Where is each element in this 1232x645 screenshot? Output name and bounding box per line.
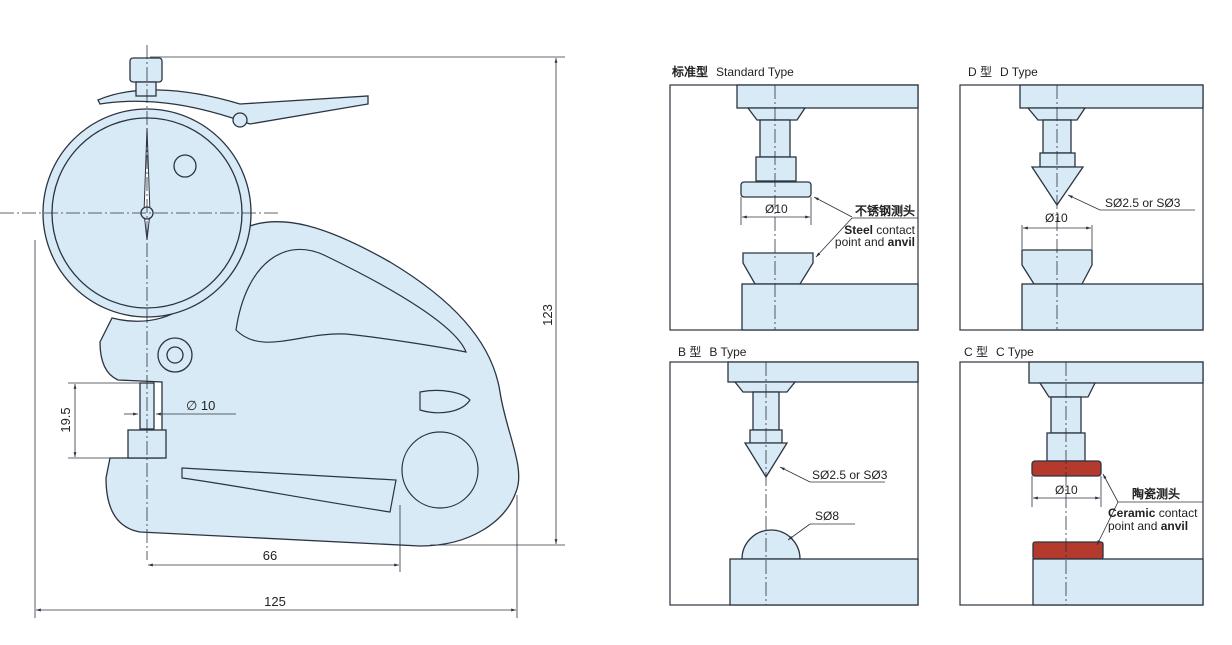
panel-title-cn: C 型 bbox=[964, 345, 988, 359]
frame-cutout-small bbox=[419, 389, 471, 414]
callout-en-1a: Steel bbox=[844, 223, 873, 237]
tip-label: SØ2.5 or SØ3 bbox=[812, 468, 888, 482]
frame-cutout-slot bbox=[181, 467, 397, 513]
revolution-counter bbox=[173, 154, 197, 178]
callout-en-1b: contact bbox=[1155, 506, 1198, 520]
svg-text:Ceramic contact: Ceramic contact bbox=[1108, 506, 1198, 520]
callout-en-2b: anvil bbox=[888, 235, 915, 249]
lock-screw-center bbox=[166, 346, 184, 364]
diameter-label: Ø10 bbox=[1045, 211, 1068, 225]
panel-title-en: B Type bbox=[709, 345, 746, 359]
callout-en-2a: point and bbox=[835, 235, 888, 249]
steel-contact-point bbox=[740, 181, 812, 198]
panel-title-en: C Type bbox=[996, 345, 1034, 359]
callout-cn: 不锈钢测头 bbox=[855, 203, 915, 218]
svg-text:point and anvil: point and anvil bbox=[835, 235, 915, 249]
frame-cutout-upper bbox=[235, 248, 467, 353]
ball-label: SØ8 bbox=[815, 509, 839, 523]
ceramic-anvil bbox=[1032, 541, 1104, 560]
callout-en-1a: Ceramic bbox=[1108, 506, 1156, 520]
ceramic-contact-point bbox=[1031, 460, 1102, 477]
conical-contact-point bbox=[1030, 166, 1085, 207]
svg-text:B 型B Type: B 型 B Type bbox=[678, 345, 747, 359]
callout-en-2a: point and bbox=[1108, 519, 1161, 533]
panel-title-en: Standard Type bbox=[716, 65, 794, 79]
top-knob bbox=[129, 57, 163, 83]
panel-b-type: B 型 B Type SØ2.5 or SØ3 SØ8 bbox=[669, 345, 919, 606]
panel-title-cn: B 型 bbox=[678, 345, 701, 359]
panel-c-type: C 型 C Type Ø10 陶瓷测头 Ceramic contact point… bbox=[959, 345, 1204, 606]
callout-en-1b: contact bbox=[873, 223, 916, 237]
svg-text:D 型D Type: D 型 D Type bbox=[968, 65, 1038, 79]
panel-standard-type: 标准型 Standard Type Ø10 不锈钢测头 Steel contact… bbox=[669, 64, 919, 331]
gauge-drawing: 123 125 66 19.5 ∅ 10 bbox=[0, 45, 565, 618]
tip-label: SØ2.5 or SØ3 bbox=[1105, 196, 1181, 210]
dim-width-label: 125 bbox=[264, 594, 286, 609]
dim-throat-label: 66 bbox=[263, 548, 277, 563]
panel-title-en: D Type bbox=[1000, 65, 1038, 79]
panel-d-type: D 型 D Type Ø10 SØ2.5 or SØ3 bbox=[959, 65, 1204, 331]
dim-diameter-label: ∅ 10 bbox=[186, 398, 215, 413]
dim-anvil-height-label: 19.5 bbox=[58, 407, 73, 432]
callout-cn: 陶瓷测头 bbox=[1132, 486, 1180, 501]
diameter-label: Ø10 bbox=[1055, 483, 1078, 497]
panel-title-cn: 标准型 bbox=[671, 64, 708, 79]
svg-text:Steel contact: Steel contact bbox=[844, 223, 915, 237]
lever-pivot bbox=[232, 112, 248, 128]
svg-text:point and anvil: point and anvil bbox=[1108, 519, 1188, 533]
frame-cutout-round bbox=[401, 431, 479, 509]
diameter-label: Ø10 bbox=[765, 202, 788, 216]
callout-en-2b: anvil bbox=[1161, 519, 1188, 533]
knob-stem bbox=[135, 81, 157, 97]
svg-text:C 型C Type: C 型 C Type bbox=[964, 345, 1034, 359]
panel-title-cn: D 型 bbox=[968, 65, 992, 79]
steel-anvil bbox=[742, 252, 814, 285]
spherical-anvil bbox=[741, 529, 801, 560]
dim-height-label: 123 bbox=[540, 304, 555, 326]
